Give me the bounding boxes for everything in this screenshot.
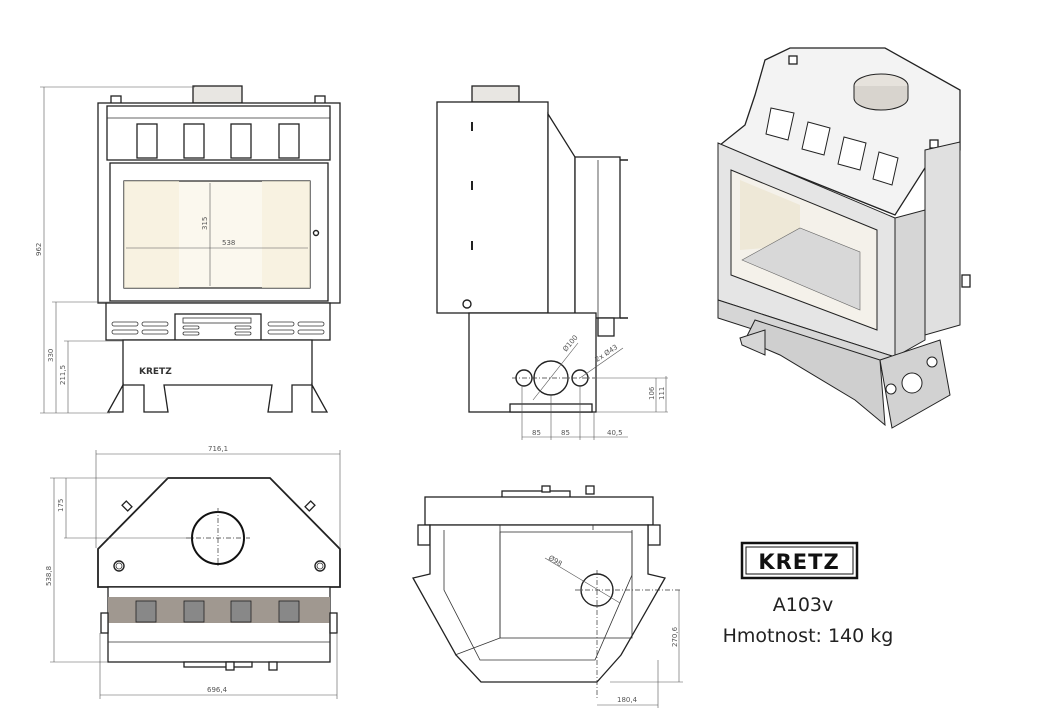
plan-view: 716,1 175 538,8 696,4	[45, 445, 341, 699]
dim-40-5: 40,5	[607, 429, 623, 437]
front-base-logo: KRETZ	[139, 367, 172, 377]
weight-label: Hmotnost: 140 kg	[723, 625, 894, 647]
dim-106: 106	[648, 386, 656, 400]
model-name: A103v	[773, 594, 834, 616]
isometric-view	[717, 47, 971, 429]
dim-85-left: 85	[532, 429, 541, 437]
dim-270-6: 270,6	[671, 626, 679, 647]
bottom-view: Ø98 270,6 180,4	[412, 485, 683, 708]
side-view: Ø100 2x Ø43 106 111 85 85 40,5	[436, 85, 668, 440]
dim-width-bottom: 696,4	[207, 686, 228, 694]
dim-base-height: 211,5	[59, 365, 67, 385]
kretz-logo	[740, 541, 859, 580]
dim-door-height: 330	[47, 349, 55, 362]
dim-85-right: 85	[561, 429, 570, 437]
dim-111: 111	[658, 387, 666, 400]
dim-glass-height: 315	[201, 217, 209, 230]
dim-180-4: 180,4	[617, 696, 638, 704]
dim-total-height: 962	[35, 243, 43, 256]
logo-text: KRETZ	[758, 550, 839, 574]
door-handle-icon[interactable]	[312, 229, 320, 237]
dim-175: 175	[57, 499, 65, 512]
dim-glass-width: 538	[222, 239, 235, 247]
title-block: KRETZ A103v Hmotnost: 140 kg	[723, 541, 894, 647]
dim-width-top: 716,1	[208, 445, 228, 453]
dim-depth: 538,8	[45, 566, 53, 586]
front-view: 315 538 KRETZ 962 330 211,5	[35, 85, 341, 414]
